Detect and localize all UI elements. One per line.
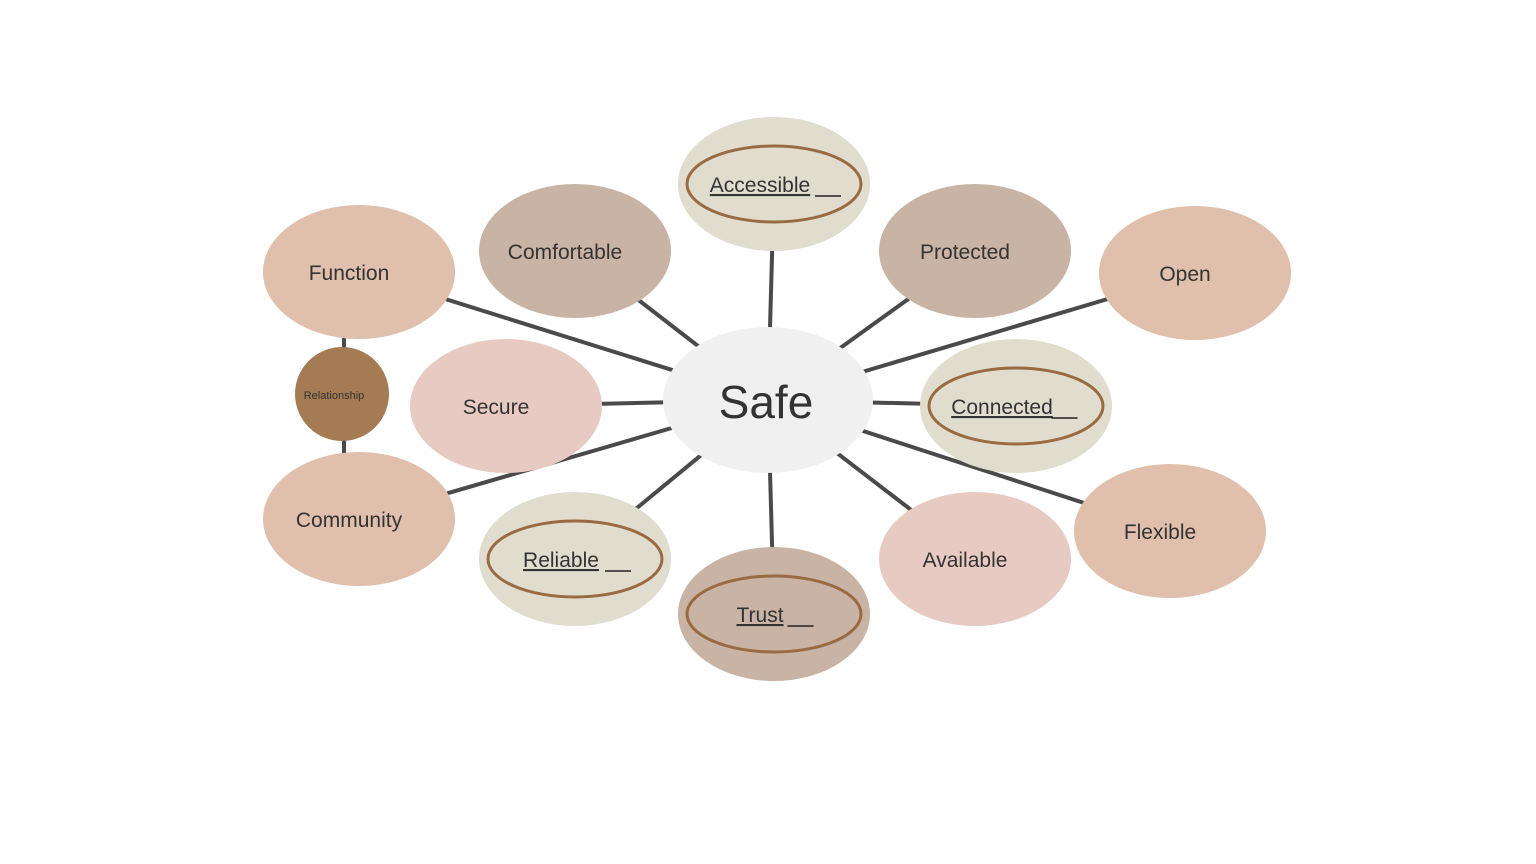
node-label: Connected bbox=[951, 396, 1053, 419]
highlight-ring bbox=[927, 366, 1105, 446]
node-label: Flexible bbox=[1124, 521, 1196, 544]
node-accessible: Accessible bbox=[678, 117, 870, 251]
node-shape bbox=[879, 492, 1071, 626]
node-shape bbox=[1099, 206, 1291, 340]
node-label: Secure bbox=[463, 396, 530, 419]
node-shape bbox=[410, 339, 602, 473]
node-community: Community bbox=[263, 452, 455, 586]
node-trust: Trust bbox=[678, 547, 870, 681]
center-node-shape bbox=[663, 327, 873, 473]
node-available: Available bbox=[879, 492, 1071, 626]
highlight-ring bbox=[685, 144, 863, 224]
node-comfortable: Comfortable bbox=[479, 184, 671, 318]
node-open: Open bbox=[1099, 206, 1291, 340]
node-protected: Protected bbox=[879, 184, 1071, 318]
highlight-ring bbox=[486, 519, 664, 599]
node-label: Protected bbox=[920, 241, 1010, 264]
node-shape bbox=[678, 117, 870, 251]
center-node: Safe bbox=[663, 327, 873, 473]
node-reliable: Reliable bbox=[479, 492, 671, 626]
node-secure: Secure bbox=[410, 339, 602, 473]
highlight-ring bbox=[685, 574, 863, 654]
node-label: Reliable bbox=[523, 549, 599, 572]
node-shape bbox=[920, 339, 1112, 473]
node-label: Function bbox=[309, 262, 390, 285]
node-label: Open bbox=[1159, 263, 1210, 286]
node-shape bbox=[479, 492, 671, 626]
node-label: Community bbox=[296, 509, 403, 532]
relationship-node-label: Relationship bbox=[304, 390, 365, 402]
center-node-label: Safe bbox=[719, 376, 814, 428]
relationship-node-shape bbox=[295, 347, 389, 441]
node-label: Comfortable bbox=[508, 241, 622, 264]
node-shape bbox=[879, 184, 1071, 318]
node-shape bbox=[479, 184, 671, 318]
node-flexible: Flexible bbox=[1074, 464, 1266, 598]
node-shape bbox=[263, 205, 455, 339]
node-shape bbox=[1074, 464, 1266, 598]
node-function: Function bbox=[263, 205, 455, 339]
node-connected: Connected bbox=[920, 339, 1112, 473]
node-label: Available bbox=[923, 549, 1008, 572]
node-label: Accessible bbox=[710, 174, 810, 197]
node-shape bbox=[263, 452, 455, 586]
relationship-node: Relationship bbox=[295, 347, 389, 441]
node-label: Trust bbox=[736, 604, 783, 627]
node-shape bbox=[678, 547, 870, 681]
